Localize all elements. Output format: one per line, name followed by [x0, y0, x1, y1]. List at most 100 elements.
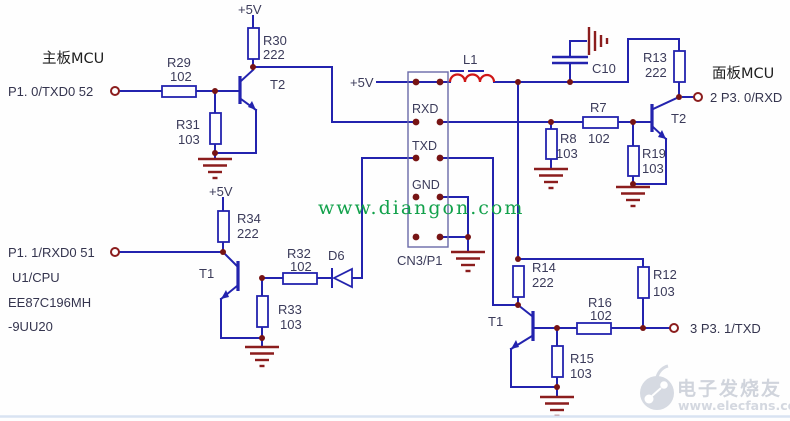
ground-icon	[538, 395, 576, 418]
transistor-t1-left: T1	[199, 251, 240, 301]
connector-outline	[407, 71, 449, 248]
ground-icon	[243, 345, 281, 368]
port-p10-txd0-label: P1. 0/TXD0 52	[8, 84, 93, 99]
resistor-r7-val: 102	[588, 131, 610, 146]
elecfans-site-text: www.elecfans.com	[678, 398, 790, 413]
coil-icon	[448, 73, 496, 83]
resistor-r15-ref: R15	[570, 351, 594, 366]
diode-icon	[331, 267, 353, 289]
transistor-t1-left-label: T1	[199, 266, 214, 281]
resistor-r30-ref: R30	[263, 33, 287, 48]
resistor-r32-ref: R32	[287, 246, 311, 261]
resistor-r12-ref: R12	[653, 267, 677, 282]
vcc-label-left: +5V	[209, 184, 233, 199]
resistor-r33-ref: R33	[278, 302, 302, 317]
resistor-r8-val: 103	[556, 146, 578, 161]
resistor-r8-ref: R8	[560, 131, 577, 146]
resistor-r29: R29 102	[161, 55, 197, 98]
resistor-r8: R8 103	[545, 128, 578, 161]
capacitor-c10: C10	[552, 27, 616, 76]
transistor-t2-left-label: T2	[270, 77, 285, 92]
port-p11-rxd0-label: P1. 1/RXD0 51	[8, 245, 95, 260]
resistor-r19-ref: R19	[642, 146, 666, 161]
terminal-p11-rxd0	[110, 247, 120, 257]
ground-icon	[532, 167, 570, 190]
resistor-r33-val: 103	[280, 317, 302, 332]
port-p31-txd-label: 3 P3. 1/TXD	[690, 321, 761, 336]
terminal-p10-txd0	[110, 86, 120, 96]
resistor-r29-ref: R29	[167, 55, 191, 70]
resistor-r14: R14 222	[512, 260, 556, 298]
resistor-r32: R32 102	[282, 246, 318, 285]
elecfans-watermark: 电子发烧友 www.elecfans.com	[640, 364, 790, 413]
resistor-r34-ref: R34	[237, 211, 261, 226]
resistor-r32-val: 102	[290, 259, 312, 274]
wires	[118, 15, 695, 396]
ground-icon	[614, 185, 652, 208]
elecfans-brand-text: 电子发烧友	[677, 377, 782, 400]
resistor-r19-val: 103	[642, 161, 664, 176]
resistor-r31-ref: R31	[176, 117, 200, 132]
earth-ground-icon	[587, 27, 609, 55]
mainboard-mcu-label: 主板MCU	[42, 49, 104, 67]
cpu-part2-label: -9UU20	[8, 319, 53, 334]
resistor-r16-val: 102	[590, 308, 612, 323]
connector-pin-gnd-label: GND	[412, 178, 440, 192]
resistor-r13-val: 222	[645, 65, 667, 80]
terminal-p30-rxd	[693, 92, 703, 102]
resistor-r15: R15 103	[551, 345, 594, 381]
transistor-t1-right-label: T1	[488, 314, 503, 329]
port-p30-rxd-label: 2 P3. 0/RXD	[710, 90, 782, 105]
resistor-r12: R12 103	[637, 266, 677, 299]
watermark-diangon: www.diangon.com	[318, 197, 524, 219]
transistor-t1-right: T1	[488, 303, 535, 351]
resistor-r7: R7 102	[582, 100, 619, 146]
resistor-r13: R13 222	[643, 50, 686, 83]
inductor-l1-label: L1	[463, 52, 477, 67]
transistor-t2-right-label: T2	[671, 111, 686, 126]
resistor-r15-val: 103	[570, 366, 592, 381]
connector-pin-txd-label: TXD	[412, 139, 437, 153]
connector-cn3-p1: RXD TXD GND CN3/P1	[397, 71, 487, 273]
resistor-r34: R34 222	[217, 210, 261, 243]
resistor-r16: R16 102	[576, 295, 612, 335]
resistor-r12-val: 103	[653, 284, 675, 299]
resistor-r13-ref: R13	[643, 50, 667, 65]
resistor-r30: R30 222	[247, 27, 287, 62]
resistor-r16-ref: R16	[588, 295, 612, 310]
inductor-l1: L1	[448, 52, 496, 83]
cpu-ref-label: U1/CPU	[12, 270, 60, 285]
cpu-part-label: EE87C196MH	[8, 295, 91, 310]
connector-pin-rxd-label: RXD	[412, 102, 438, 116]
panel-mcu-label: 面板MCU	[712, 64, 774, 82]
connector-ref-label: CN3/P1	[397, 253, 443, 268]
junction-dots	[212, 64, 682, 390]
diode-d6: D6	[328, 248, 353, 289]
resistor-r14-val: 222	[532, 275, 554, 290]
emitter-arrow-icon	[248, 101, 256, 110]
resistor-r31: R31 103	[176, 112, 222, 147]
resistor-r33: R33 103	[256, 295, 302, 332]
resistor-r30-val: 222	[263, 47, 285, 62]
emitter-arrow-icon	[511, 340, 519, 349]
resistor-r34-val: 222	[237, 226, 259, 241]
transistor-t2-right: T2	[650, 95, 686, 141]
vcc-label-top: +5V	[238, 2, 262, 17]
ground-icon	[449, 250, 487, 273]
ground-icon	[196, 157, 234, 180]
terminal-p31-txd	[669, 323, 679, 333]
vcc-label-connector: +5V	[350, 75, 374, 90]
resistor-r14-ref: R14	[532, 260, 556, 275]
resistor-r19: R19 103	[627, 145, 666, 177]
resistor-r29-val: 102	[170, 69, 192, 84]
connector-pins	[412, 78, 444, 241]
elecfans-logo-icon	[640, 376, 674, 410]
diode-d6-label: D6	[328, 248, 345, 263]
emitter-arrow-icon	[221, 290, 229, 299]
resistor-r31-val: 103	[178, 132, 200, 147]
capacitor-c10-label: C10	[592, 61, 616, 76]
transistor-t2-left: T2	[238, 68, 285, 112]
resistor-r7-ref: R7	[590, 100, 607, 115]
